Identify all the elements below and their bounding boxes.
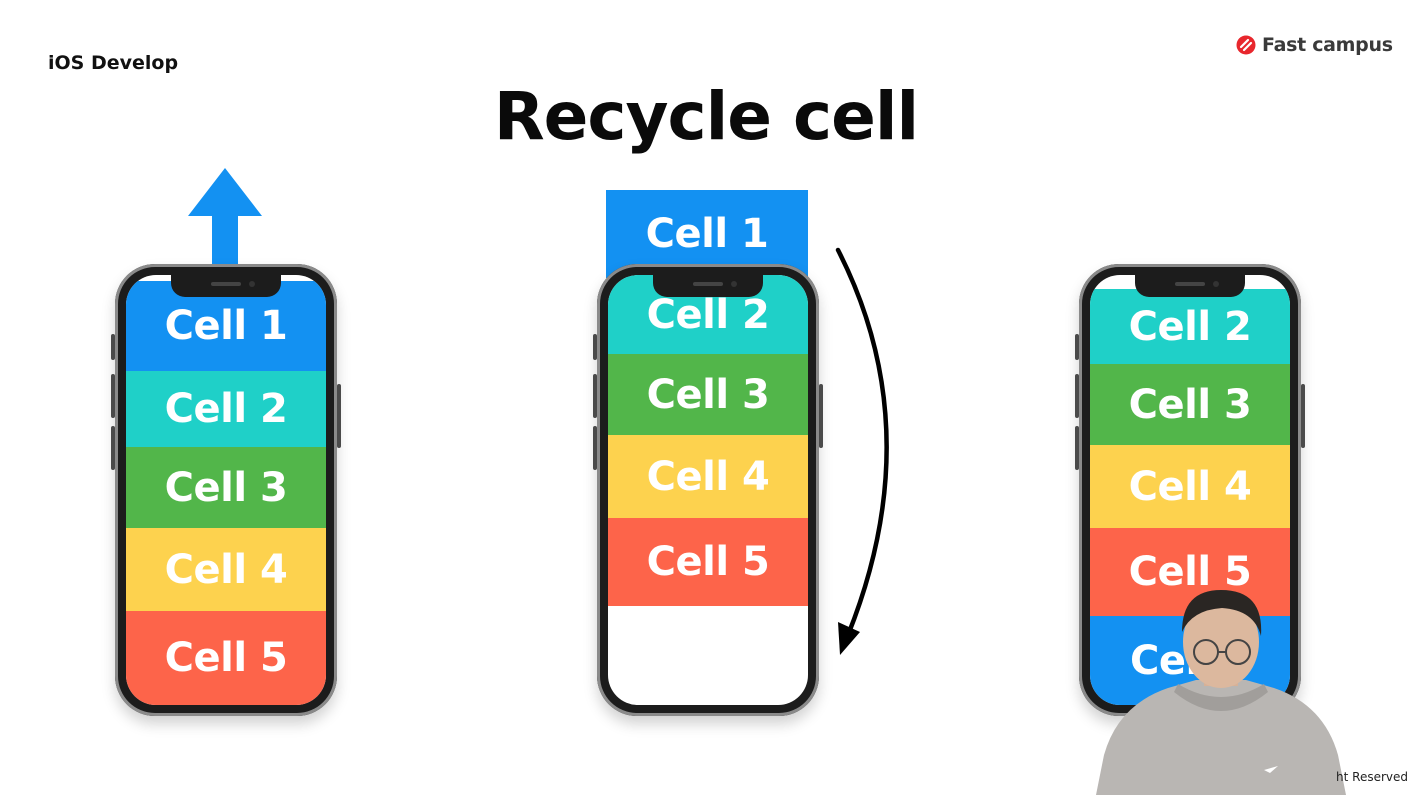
fastcampus-logo-icon — [1236, 35, 1256, 55]
table-cell[interactable]: Cell 4 — [126, 528, 326, 611]
table-cell[interactable]: Cell 5 — [608, 518, 808, 606]
phone-left-screen: Cell 1 Cell 2 Cell 3 Cell 4 Cell 5 — [126, 275, 326, 705]
copyright-text: ht Reserved — [1336, 770, 1408, 784]
phone-notch — [653, 275, 763, 297]
phone-notch — [1135, 275, 1245, 297]
phone-middle-screen: Cell 2 Cell 3 Cell 4 Cell 5 — [608, 275, 808, 705]
slide-title: Recycle cell — [493, 78, 919, 155]
table-cell[interactable]: Cell 2 — [1090, 289, 1290, 364]
table-cell[interactable]: Cell 5 — [1090, 528, 1290, 616]
phone-middle: Cell 2 Cell 3 Cell 4 Cell 5 — [593, 264, 823, 716]
brand-name: Fast campus — [1262, 34, 1393, 56]
phone-notch — [171, 275, 281, 297]
table-cell[interactable]: Cell 3 — [1090, 364, 1290, 445]
brand-logo: Fast campus — [1236, 34, 1393, 56]
phone-left: Cell 1 Cell 2 Cell 3 Cell 4 Cell 5 — [111, 264, 341, 716]
table-cell[interactable]: Cell 3 — [126, 447, 326, 528]
course-label: iOS Develop — [48, 52, 179, 74]
table-cell[interactable]: Cell 2 — [126, 371, 326, 447]
table-cell[interactable]: Cell 4 — [608, 435, 808, 518]
recycled-cell: Cell 1 — [606, 190, 808, 278]
presenter-video — [1096, 590, 1346, 795]
table-cell[interactable]: Cell 4 — [1090, 445, 1290, 528]
recycle-arrow-icon — [835, 247, 889, 655]
table-cell[interactable]: Cell 3 — [608, 354, 808, 435]
table-cell[interactable]: Cell 5 — [126, 611, 326, 705]
up-arrow-icon — [188, 168, 262, 268]
